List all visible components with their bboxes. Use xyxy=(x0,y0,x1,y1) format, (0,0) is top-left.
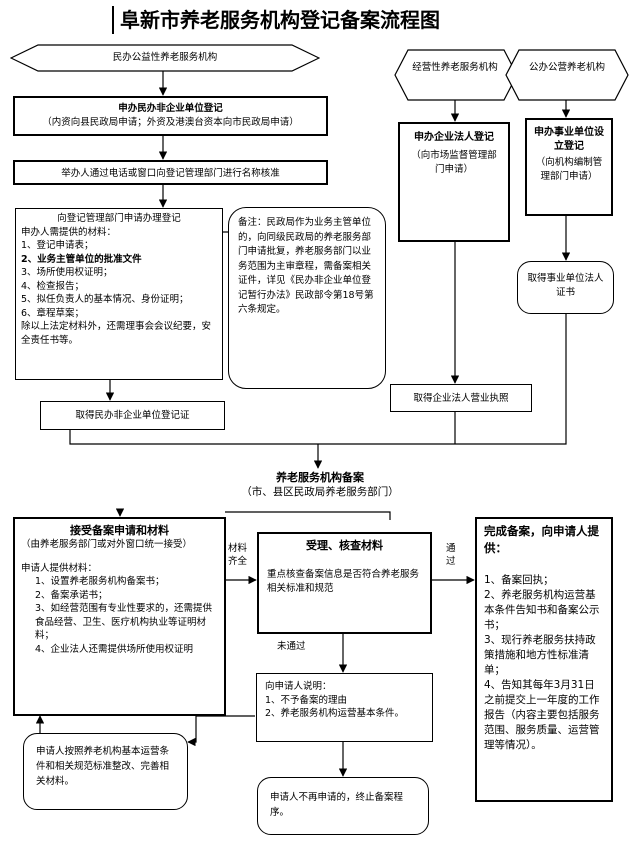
explain-title: 向申请人说明： xyxy=(265,681,332,692)
note-box: 备注：民政局作为业务主管单位的，向同级民政局的养老服务部门申请批复，养老服务部门… xyxy=(228,207,386,389)
minban-certificate-box: 取得民办非企业单位登记证 xyxy=(40,401,225,430)
filing-heading: 养老服务机构备案 （市、县区民政局养老服务部门） xyxy=(200,470,440,500)
minban-register-title: 向登记管理部门申请办理登记 xyxy=(57,213,181,224)
jingying-apply-sub: （向市场监督管理部门申请） xyxy=(411,150,497,175)
minban-register-intro: 申办人需提供的材料： xyxy=(21,226,117,238)
hex-jingying-shape xyxy=(394,49,518,101)
jingying-license-box: 取得企业法人营业执照 xyxy=(390,384,532,412)
gongban-apply-sub: （向机构编制管理部门申请） xyxy=(535,157,603,182)
list-item: 2、养老服务机构运营基本条件告知书和备案公示书； xyxy=(484,589,600,631)
list-item: 2、备案承诺书； xyxy=(35,589,108,601)
list-item: 1、不予备案的理由 xyxy=(265,694,348,706)
list-item: 1、备案回执； xyxy=(484,574,554,586)
hex-jingying-label: 经营性养老服务机构 xyxy=(412,62,498,73)
gongban-apply-box: 申办事业单位设立登记 （向机构编制管理部门申请） xyxy=(525,118,613,216)
review-title: 受理、核查材料 xyxy=(306,539,383,552)
list-item: 1、设置养老服务机构备案书； xyxy=(35,576,165,587)
list-item: 4、企业法人还需提供场所使用权证明 xyxy=(35,643,194,655)
review-box: 受理、核查材料 重点核查备案信息是否符合养老服务相关标准和规范 xyxy=(257,532,432,634)
hex-minban-shape xyxy=(10,44,320,72)
accept-title: 接受备案申请和材料 xyxy=(70,524,169,537)
hex-minban-label: 民办公益性养老服务机构 xyxy=(112,52,218,63)
list-item: 1、登记申请表； xyxy=(21,240,94,251)
resubmit-box: 申请人按照养老机构基本运营条件和相关规范标准整改、完善相关材料。 xyxy=(23,733,188,810)
minban-register-box: 向登记管理部门申请办理登记 申办人需提供的材料： 1、登记申请表； 2、业务主管… xyxy=(15,208,223,380)
minban-apply-box: 申办民办非企业单位登记 （内资向县民政局申请；外资及港澳台资本向市民政局申请） xyxy=(13,96,328,136)
complete-box: 完成备案，向申请人提供： 1、备案回执； 2、养老服务机构运营基本条件告知书和备… xyxy=(475,517,613,802)
filing-sub: （市、县区民政局养老服务部门） xyxy=(241,486,399,498)
hex-gongban-label: 公办公营养老机构 xyxy=(529,62,606,73)
name-check-box: 举办人通过电话或窗口向登记管理部门进行名称核准 xyxy=(13,160,328,185)
review-body: 重点核查备案信息是否符合养老服务相关标准和规范 xyxy=(267,569,420,594)
gongban-apply-title: 申办事业单位设立登记 xyxy=(534,127,604,152)
pass-label: 通过 xyxy=(446,543,456,567)
jingying-apply-box: 申办企业法人登记 （向市场监督管理部门申请） xyxy=(398,122,510,242)
accept-sub: （由养老服务部门或对外窗口统一接受） xyxy=(21,539,193,550)
materials-complete-label: 材料齐全 xyxy=(228,543,248,567)
explain-box: 向申请人说明： 1、不予备案的理由 2、养老服务机构运营基本条件。 xyxy=(256,673,433,742)
page-title: 阜新市养老服务机构登记备案流程图 xyxy=(112,6,552,34)
list-item: 除以上法定材料外，还需理事会会议纪要，安全责任书等。 xyxy=(21,321,212,346)
list-item: 2、业务主管单位的批准文件 xyxy=(21,253,142,265)
minban-apply-sub: （内资向县民政局申请；外资及港澳台资本向市民政局申请） xyxy=(42,116,299,128)
filing-title: 养老服务机构备案 xyxy=(276,471,364,484)
list-item: 3、场所使用权证明； xyxy=(21,267,113,278)
gongban-certificate-box: 取得事业单位法人证书 xyxy=(517,261,614,314)
terminate-box: 申请人不再申请的，终止备案程序。 xyxy=(257,777,429,835)
list-item: 2、养老服务机构运营基本条件。 xyxy=(265,708,405,719)
accept-box: 接受备案申请和材料 （由养老服务部门或对外窗口统一接受） 申请人提供材料： 1、… xyxy=(13,517,226,716)
jingying-apply-title: 申办企业法人登记 xyxy=(414,132,494,143)
list-item: 5、拟任负责人的基本情况、身份证明； xyxy=(21,294,189,305)
minban-apply-title: 申办民办非企业单位登记 xyxy=(118,103,223,114)
fail-label: 未通过 xyxy=(277,641,306,652)
complete-title: 完成备案，向申请人提供： xyxy=(484,524,599,555)
hex-gongban-shape xyxy=(505,49,629,101)
list-item: 3、如经营范围有专业性要求的，还需提供食品经营、卫生、医疗机构执业等证明材料； xyxy=(35,603,213,641)
list-item: 4、检查报告； xyxy=(21,280,85,292)
list-item: 6、章程草案； xyxy=(21,307,85,319)
accept-intro: 申请人提供材料： xyxy=(21,562,98,574)
list-item: 3、现行养老服务扶持政策措施和地方性标准清单； xyxy=(484,634,596,676)
list-item: 4、告知其每年3月31日之前提交上一年度的工作报告（内容主要包括服务范围、服务质… xyxy=(484,679,600,751)
